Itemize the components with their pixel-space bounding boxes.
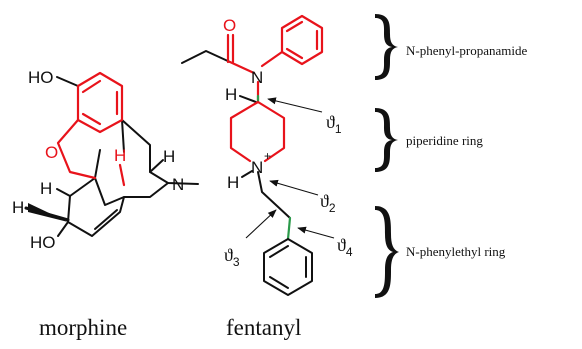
- morphine-double-bond: [94, 209, 118, 230]
- atom-n-piperidine: N: [251, 158, 263, 177]
- atom-ho-bottom: HO: [30, 233, 56, 252]
- fentanyl-piperidine-ring: [229, 100, 286, 163]
- morphine-aromatic-inner: [81, 79, 119, 126]
- morphine-ho-bottom-bond: [57, 221, 69, 237]
- brace-phenylethyl: [375, 206, 399, 298]
- dihedral-arrow-1: [267, 97, 323, 113]
- brace-piperidine: [375, 108, 398, 172]
- atom-h-red: H: [114, 146, 126, 165]
- atom-h-nh: H: [227, 173, 239, 192]
- atom-plus-charge: +: [264, 149, 271, 163]
- dihedral-arrow-4: [297, 226, 335, 239]
- dihedral-label-3: ϑ3: [224, 245, 240, 269]
- atom-n-morphine: N: [172, 175, 184, 194]
- fentanyl-n-phenyl-ring: [280, 14, 324, 66]
- atom-h-left: H: [40, 179, 52, 198]
- annotations: N-phenyl-propanamide piperidine ring N-p…: [375, 14, 528, 298]
- morphine-structure: HO O H H N H H HO: [12, 68, 199, 252]
- morphine-h-left-bond: [56, 188, 71, 197]
- fentanyl-c4-h-bond: [239, 95, 257, 103]
- dihedral-markers: ϑ1 ϑ2 ϑ3 ϑ4: [224, 97, 353, 269]
- fentanyl-n-phenyl-inner: [285, 20, 319, 60]
- morphine-ether: [56, 118, 97, 180]
- fentanyl-carbonyl-bond: [226, 33, 235, 64]
- dihedral-label-4: ϑ4: [337, 235, 353, 259]
- fentanyl-ethyl-link: [257, 171, 291, 219]
- fentanyl-carbonyl-c-n: [228, 60, 256, 75]
- atom-o-carbonyl: O: [223, 16, 236, 35]
- atom-h-right: H: [163, 147, 175, 166]
- morphine-red-h-bond: [118, 163, 126, 187]
- brace-amide: [375, 14, 398, 80]
- morphine-wedge: [28, 203, 68, 222]
- fentanyl-n-h-bond: [241, 170, 253, 178]
- atom-h-piperidine: H: [225, 85, 237, 104]
- morphine-bridge-down: [94, 149, 169, 206]
- fentanyl-phenyl-ring: [263, 238, 313, 296]
- morphine-bridge-inner: [121, 119, 125, 153]
- dihedral-label-2: ϑ2: [320, 191, 336, 215]
- dihedral-arrow-3: [245, 209, 277, 239]
- atom-ho-top: HO: [28, 68, 54, 87]
- atom-o-ring: O: [45, 143, 58, 162]
- dihedral-label-1: ϑ1: [326, 112, 342, 136]
- atom-n-amide: N: [251, 68, 263, 87]
- fentanyl-structure: O N H N + H: [181, 14, 324, 296]
- caption-morphine: morphine: [39, 315, 127, 340]
- label-piperidine: piperidine ring: [406, 133, 483, 148]
- morphine-ho-bond: [56, 76, 79, 87]
- dihedral-arrow-2: [269, 179, 319, 196]
- morphine-ring-bridge: [121, 119, 199, 185]
- atom-h-far: H: [12, 198, 24, 217]
- fentanyl-ethyl-chain: [181, 50, 231, 64]
- fentanyl-n-phenyl-bond: [260, 50, 284, 68]
- morphine-h-right-bond: [149, 159, 164, 173]
- label-amide: N-phenyl-propanamide: [406, 43, 528, 58]
- caption-fentanyl: fentanyl: [226, 315, 301, 340]
- fentanyl-phenyl-inner: [269, 245, 307, 289]
- morphine-lower-ring: [67, 177, 125, 237]
- label-phenylethyl: N-phenylethyl ring: [406, 244, 506, 259]
- fentanyl-phenyl-green-bond: [286, 216, 292, 241]
